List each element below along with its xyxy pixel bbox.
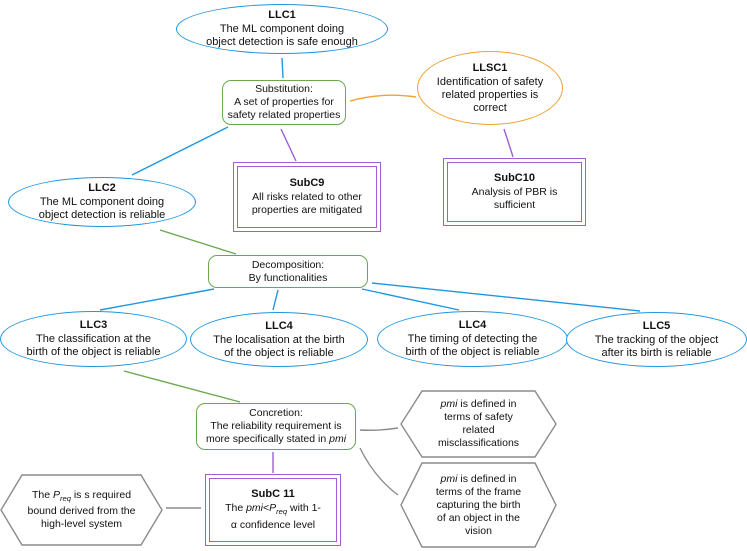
pmi-term: pmi	[329, 433, 347, 445]
context-llsc1-text: correct	[473, 101, 507, 114]
strategy-concretion-title: Concretion:	[249, 407, 303, 419]
strategy-decomposition: Decomposition: By functionalities	[208, 255, 368, 288]
solution-subc9-text: All risks related to other	[252, 191, 362, 203]
hex-text-line: terms of the frame	[435, 485, 522, 498]
assumption-preq-bound: The Preq is s required bound derived fro…	[0, 474, 163, 546]
solution-subc11-inner: SubC 11 The pmi<Preq with 1- α confidenc…	[209, 478, 337, 542]
edge-llc2-substitution	[131, 126, 229, 176]
strategy-concretion-text: The reliability requirement is	[210, 420, 342, 432]
goal-llc4-localisation-text: The localisation at the birth	[213, 333, 345, 346]
strategy-decomposition-title: Decomposition:	[251, 258, 325, 271]
goal-llc3-text: birth of the object is reliable	[26, 346, 161, 358]
assumption-pmi-misclassifications: pmi is defined in terms of safety relate…	[400, 390, 557, 458]
hex-text-line: is defined in	[457, 398, 517, 410]
pmi-term: pmi	[246, 502, 263, 515]
hex-text-line: vision	[465, 524, 492, 537]
goal-llc3-text: The classification at the	[36, 333, 151, 345]
strategy-concretion-text: more specifically stated in pmi	[206, 433, 346, 446]
preq-term: Preq	[52, 488, 71, 504]
edge-decomposition-llc2	[159, 229, 237, 255]
solution-subc11-text: with 1-	[287, 502, 321, 515]
pmi-term: pmi	[440, 398, 458, 410]
assumption-preq-bound-text: The Preq is s required bound derived fro…	[0, 474, 163, 546]
edge-llc5-decomposition	[371, 282, 641, 312]
solution-subc10-inner: SubC10 Analysis of PBR is sufficient	[447, 162, 582, 222]
context-llsc1-text: related properties is	[441, 88, 539, 101]
hex-text-line: terms of safety	[444, 411, 513, 423]
solution-subc9-inner: SubC9 All risks related to other propert…	[237, 166, 377, 228]
context-llsc1: LLSC1 Identification of safety related p…	[417, 51, 563, 125]
solution-subc9-text: properties are mitigated	[251, 204, 363, 216]
hexagon-shape	[0, 474, 163, 546]
hex-text-line: capturing the birth	[436, 498, 521, 511]
edge-llc4a-decomposition	[272, 289, 279, 311]
hex-text-line: misclassifications	[437, 437, 520, 449]
goal-llc4-timing-text: The timing of detecting the	[407, 333, 538, 345]
goal-llc2-text: The ML component doing	[39, 196, 165, 208]
context-llsc1-id: LLSC1	[472, 61, 508, 74]
solution-subc9-id: SubC9	[289, 177, 325, 189]
solution-subc11: SubC 11 The pmi<Preq with 1- α confidenc…	[205, 474, 341, 546]
hexagon-shape	[400, 462, 557, 548]
edge-llc3-decomposition	[99, 288, 215, 311]
strategy-concretion-text-pre: more specifically stated in	[205, 433, 330, 445]
strategy-substitution-title: Substitution:	[255, 83, 313, 95]
goal-llc2: LLC2 The ML component doing object detec…	[8, 177, 196, 227]
hex-text-line: The	[31, 488, 53, 501]
goal-llc1-text: The ML component doing	[219, 23, 345, 35]
context-llsc1-text: Identification of safety	[436, 75, 544, 88]
goal-llc1-text: object detection is safe enough	[206, 36, 358, 48]
edge-concretion-llc3	[123, 370, 241, 403]
pmi-term: pmi	[440, 472, 458, 485]
edge-llsc1-substitution	[349, 94, 417, 102]
goal-llc5: LLC5 The tracking of the object after it…	[566, 312, 747, 367]
goal-llc4-localisation-id: LLC4	[265, 319, 293, 332]
solution-subc9: SubC9 All risks related to other propert…	[233, 162, 381, 232]
edge-substitution-llc1	[281, 57, 284, 79]
solution-subc11-text: The	[225, 502, 247, 515]
strategy-substitution: Substitution: A set of properties for sa…	[222, 80, 346, 125]
assumption-pmi-misclassifications-text: pmi is defined in terms of safety relate…	[400, 390, 557, 458]
strategy-concretion: Concretion: The reliability requirement …	[196, 403, 356, 450]
preq-term: Preq	[269, 502, 288, 517]
hex-text-line: is s required	[70, 488, 132, 501]
goal-llc4-timing: LLC4 The timing of detecting the birth o…	[377, 311, 568, 367]
solution-subc10-text: Analysis of PBR is	[471, 186, 558, 198]
hex-text-line: of an object in the	[437, 511, 520, 524]
edge-subc9-substitution	[280, 128, 297, 162]
goal-llc1: LLC1 The ML component doing object detec…	[176, 4, 388, 54]
goal-llc5-id: LLC5	[642, 319, 671, 332]
hex-text-line: is defined in	[457, 472, 517, 485]
goal-llc4-localisation: LLC4 The localisation at the birth of th…	[190, 312, 368, 367]
goal-llc5-text: after its birth is reliable	[601, 346, 712, 359]
goal-llc5-text: The tracking of the object	[594, 333, 719, 346]
edge-subc10-llsc1	[503, 128, 514, 158]
edge-hexmisclass-concretion	[359, 427, 399, 431]
edge-hexframe-concretion	[359, 447, 399, 496]
assumption-pmi-frame-text: pmi is defined in terms of the frame cap…	[400, 462, 557, 548]
goal-llc4-timing-text: birth of the object is reliable	[405, 346, 540, 358]
solution-subc10-text: sufficient	[493, 199, 536, 211]
goal-llc2-id: LLC2	[88, 182, 116, 194]
solution-subc10-id: SubC10	[494, 172, 535, 184]
solution-subc11-id: SubC 11	[251, 488, 295, 501]
goal-llc4-timing-id: LLC4	[458, 319, 487, 331]
goal-llc2-text: object detection is reliable	[38, 209, 166, 221]
hex-text-line: related	[462, 424, 495, 436]
assumption-pmi-frame: pmi is defined in terms of the frame cap…	[400, 462, 557, 548]
strategy-substitution-text: safety related properties	[227, 109, 341, 121]
strategy-decomposition-text: By functionalities	[248, 271, 328, 284]
goal-llc3-id: LLC3	[79, 319, 108, 331]
goal-llc1-id: LLC1	[268, 9, 296, 21]
strategy-substitution-text: A set of properties for	[234, 96, 334, 108]
hex-text-line: high-level system	[40, 518, 123, 531]
edge-llc4b-decomposition	[361, 288, 460, 311]
hex-text-line: bound derived from the	[27, 505, 136, 518]
goal-llc3: LLC3 The classification at the birth of …	[0, 311, 187, 367]
goal-llc4-localisation-text: of the object is reliable	[224, 346, 334, 359]
solution-subc10: SubC10 Analysis of PBR is sufficient	[443, 158, 586, 226]
solution-subc11-text: α confidence level	[230, 518, 316, 531]
hexagon-shape	[400, 390, 557, 458]
